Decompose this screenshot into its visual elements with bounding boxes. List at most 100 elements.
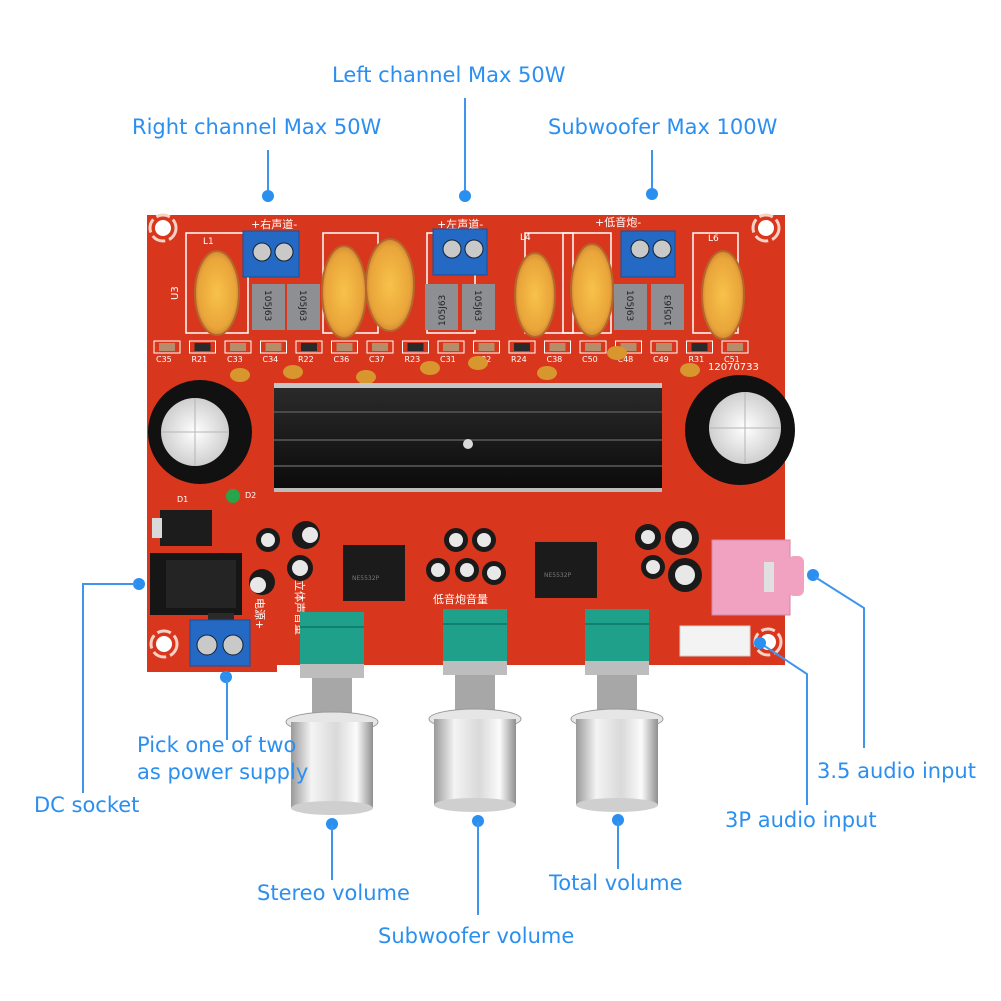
dc-socket — [150, 553, 242, 623]
label-pick-one-line2: as power supply — [137, 760, 309, 784]
leader-line — [617, 821, 619, 869]
smd-pad — [331, 340, 358, 354]
leader-line — [651, 150, 653, 188]
3p-connector — [679, 625, 751, 657]
smd-pad — [224, 340, 252, 354]
smd-pad — [189, 340, 216, 354]
smd-label: R24 — [511, 355, 527, 364]
mounting-hole — [751, 213, 781, 243]
smd-component — [656, 343, 672, 351]
smd-component — [620, 343, 637, 351]
pot-part — [443, 623, 507, 625]
marker-dot — [262, 190, 274, 202]
pot-part — [312, 678, 352, 714]
label-stereo-volume: Stereo volume — [257, 881, 410, 905]
smd-pad — [437, 340, 465, 354]
mounting-hole — [148, 213, 178, 243]
smd-component — [443, 343, 459, 351]
smd-pad — [544, 340, 571, 354]
inductor — [570, 243, 614, 337]
chip-label: NE5532P — [544, 572, 572, 579]
stereo-volume-potentiometer[interactable] — [285, 612, 379, 815]
smd-label: C48 — [618, 355, 634, 364]
u3-label: U3 — [170, 286, 181, 300]
label-total-volume: Total volume — [549, 871, 683, 895]
pot-part — [434, 798, 516, 812]
cap-code: 105J63 — [262, 290, 272, 321]
smd-label: C37 — [369, 355, 385, 364]
marker-dot — [326, 818, 338, 830]
label-subwoofer: Subwoofer Max 100W — [548, 115, 778, 139]
audio-jack-3.5mm — [711, 539, 804, 616]
smd-component — [691, 343, 708, 351]
leader-line — [267, 150, 269, 190]
pot-part — [585, 661, 649, 675]
opamp-chip-2: NE5532P — [535, 542, 597, 598]
marker-dot — [220, 671, 232, 683]
power-cn: 电源+ — [253, 598, 267, 629]
chip-label: NE5532P — [352, 575, 380, 582]
electrolytic-capacitor-right — [685, 375, 795, 485]
terminal-left-label: +左声道- — [437, 217, 483, 231]
smd-label: C38 — [547, 355, 563, 364]
d2-label: D2 — [245, 491, 256, 500]
smd-label: R22 — [298, 355, 314, 364]
marker-dot — [133, 578, 145, 590]
smd-label: C51 — [724, 355, 740, 364]
cap-code: 105J63 — [624, 290, 634, 321]
ceramic-capacitors — [230, 346, 700, 384]
label-3.5-audio-input: 3.5 audio input — [817, 759, 976, 783]
label-right-channel: Right channel Max 50W — [132, 115, 382, 139]
leader-line — [464, 98, 466, 190]
pot-part — [455, 675, 495, 711]
smd-pad — [260, 340, 287, 354]
smd-component — [407, 343, 424, 351]
l6-label: L6 — [708, 234, 719, 244]
d1-label: D1 — [177, 495, 188, 504]
pot-part — [291, 801, 373, 815]
pot-part — [443, 609, 507, 661]
total-volume-potentiometer[interactable] — [570, 609, 664, 812]
marker-dot — [459, 190, 471, 202]
inductor — [194, 250, 240, 336]
opamp-chip-1: NE5532P — [343, 545, 405, 601]
subwoofer-volume-cn: 低音炮音量 — [433, 592, 488, 606]
heatsink — [274, 383, 662, 492]
power-terminal — [189, 619, 251, 667]
led — [226, 489, 240, 503]
pot-part — [576, 798, 658, 812]
l4-label: L4 — [520, 233, 531, 243]
smd-component — [230, 343, 246, 351]
terminal-right-label: +右声道- — [251, 217, 297, 231]
smd-component — [301, 343, 317, 351]
marker-dot — [612, 814, 624, 826]
cap-code: 105J63 — [297, 290, 307, 321]
pot-part — [585, 623, 649, 625]
pot-part — [443, 661, 507, 675]
pot-part — [300, 626, 364, 628]
small-electrolytic-capacitors — [249, 521, 702, 595]
smd-component — [159, 343, 175, 351]
diode — [160, 510, 212, 546]
smd-pad — [402, 340, 429, 354]
smd-label: C36 — [334, 355, 350, 364]
leader-line — [82, 583, 84, 793]
marker-dot — [646, 188, 658, 200]
label-pick-one-line1: Pick one of two — [137, 733, 297, 757]
leader-line — [82, 583, 136, 585]
smd-pad — [721, 340, 749, 354]
smd-pad — [473, 340, 500, 354]
electrolytic-capacitor-left — [148, 380, 252, 484]
smd-label: C35 — [156, 355, 172, 364]
smd-label: R21 — [192, 355, 208, 364]
label-dc-socket: DC socket — [34, 793, 140, 817]
inductor — [365, 238, 415, 332]
knob — [576, 719, 658, 805]
smd-pad — [508, 340, 536, 354]
cap-code: 105J63 — [472, 290, 482, 321]
subwoofer-volume-potentiometer[interactable] — [428, 609, 522, 812]
smd-component — [194, 343, 211, 351]
knob — [291, 722, 373, 808]
pot-part — [597, 675, 637, 711]
